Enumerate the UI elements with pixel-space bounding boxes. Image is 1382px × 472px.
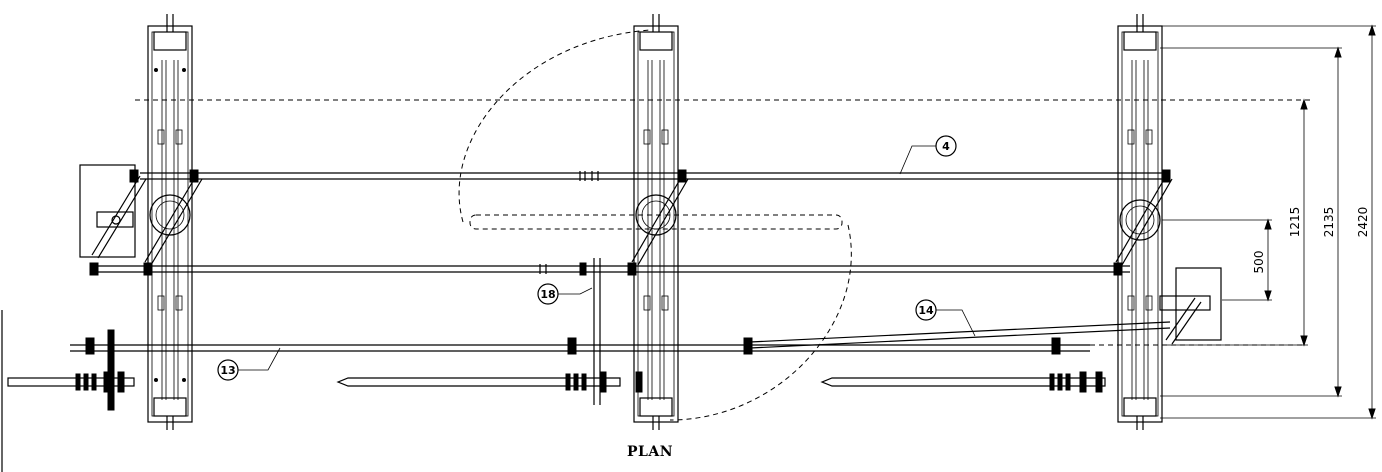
rail-lower (70, 321, 1305, 411)
frame-right (1115, 14, 1173, 430)
motor-housing-right (1159, 267, 1222, 345)
callout-18: 18 (537, 283, 593, 305)
frame-left (147, 14, 193, 430)
callout-13: 13 (217, 347, 281, 381)
shaft-bottom-right (820, 371, 1106, 393)
callout-14: 14 (915, 299, 976, 337)
swing-path (458, 29, 852, 421)
shaft-bottom-middle (336, 371, 643, 393)
motor-housing-left (79, 164, 203, 266)
callout-4: 4 (899, 135, 957, 175)
callout-14-label: 14 (918, 304, 934, 317)
dim-500: 500 (1252, 251, 1266, 274)
callout-13-label: 13 (220, 364, 235, 377)
frame-middle (631, 14, 689, 430)
dim-2135: 2135 (1322, 207, 1336, 238)
callout-4-label: 4 (942, 140, 950, 153)
dim-1215: 1215 (1288, 207, 1302, 238)
rail-upper (129, 169, 1171, 183)
dim-2420: 2420 (1356, 207, 1370, 238)
callout-18-label: 18 (540, 288, 555, 301)
rail-middle (89, 258, 1130, 405)
shaft-bottom-left (7, 371, 135, 393)
view-title: PLAN (626, 444, 674, 460)
dimension-lines (1160, 24, 1376, 420)
